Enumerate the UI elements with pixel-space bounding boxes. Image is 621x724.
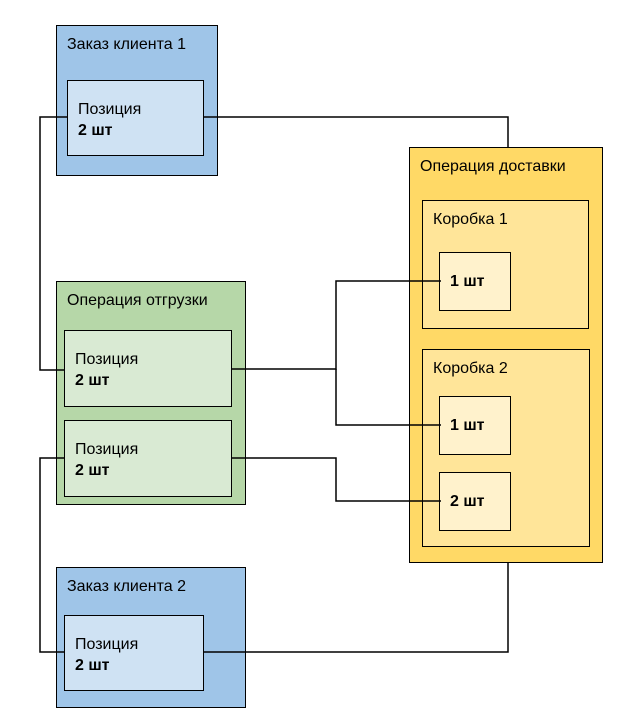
order-1-position: Позиция 2 шт (67, 80, 204, 156)
order-2-position: Позиция 2 шт (64, 615, 204, 691)
connector (335, 369, 441, 426)
connector (39, 116, 67, 371)
connector (203, 562, 509, 653)
position-label: Позиция (78, 101, 142, 118)
connector (231, 280, 441, 370)
position-label: Позиция (75, 351, 139, 368)
delivery-operation: Операция доставки Коробка 1 1 шт Коробка… (409, 147, 603, 563)
order-1: Заказ клиента 1 Позиция 2 шт (56, 25, 218, 176)
shipment-position-1: Позиция 2 шт (64, 330, 232, 407)
order-2-title: Заказ клиента 2 (67, 578, 186, 595)
position-qty: 2 шт (75, 462, 110, 479)
box-2: Коробка 2 1 шт 2 шт (422, 349, 590, 547)
box-2-title: Коробка 2 (433, 360, 508, 377)
position-label: Позиция (75, 441, 139, 458)
delivery-title: Операция доставки (420, 158, 566, 175)
position-label: Позиция (75, 636, 139, 653)
shipment-title: Операция отгрузки (67, 292, 208, 309)
shipment-position-2: Позиция 2 шт (64, 420, 232, 497)
position-qty: 2 шт (78, 122, 113, 139)
order-1-title: Заказ клиента 1 (67, 36, 186, 53)
position-qty: 2 шт (75, 372, 110, 389)
connector (203, 116, 509, 148)
order-2: Заказ клиента 2 Позиция 2 шт (56, 567, 246, 708)
box-1: Коробка 1 1 шт (422, 200, 589, 329)
connector (39, 457, 65, 653)
box-1-title: Коробка 1 (433, 211, 508, 228)
position-qty: 2 шт (75, 657, 110, 674)
box-2-item-2: 2 шт (439, 472, 511, 531)
shipment-operation: Операция отгрузки Позиция 2 шт Позиция 2 ш… (56, 281, 246, 505)
connector (231, 457, 441, 502)
